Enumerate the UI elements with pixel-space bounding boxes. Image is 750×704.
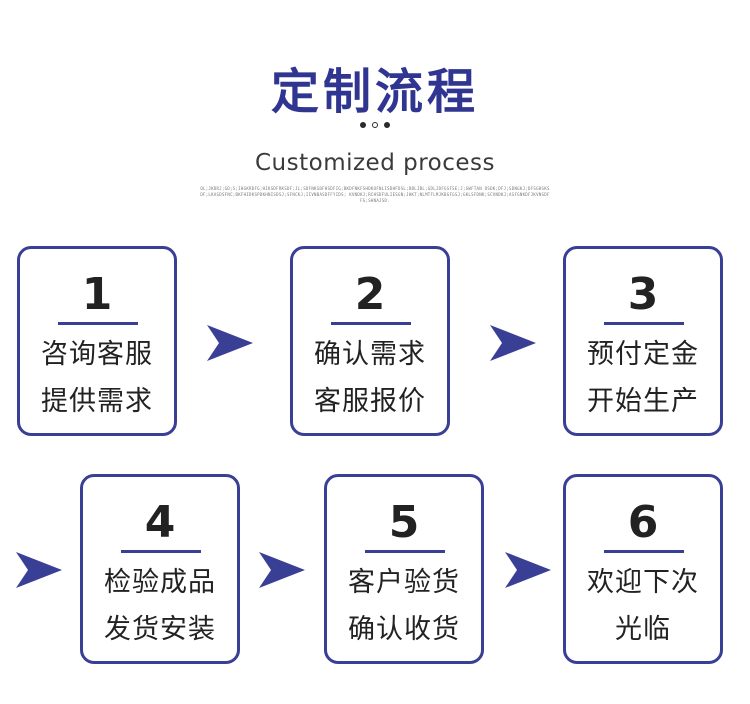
step-card-2: 2 确认需求 客服报价 [290,246,450,436]
step-subtitle: 客服报价 [314,386,426,417]
step-divider [58,322,138,325]
right-arrow-icon [207,325,253,361]
step-number: 3 [627,269,659,320]
step-title: 确认需求 [314,339,426,370]
step-card-3: 3 预付定金 开始生产 [563,246,723,436]
step-number: 1 [81,269,113,320]
right-arrow-icon [259,552,305,588]
decorative-fine-print: OL;JKDRJ;GD;S;IHGKRDFG;HIKSDFRKSDF;JL;SD… [200,186,550,203]
dot-icon [360,122,366,128]
step-subtitle: 开始生产 [587,386,699,417]
step-title: 检验成品 [104,567,216,598]
right-arrow-icon [490,325,536,361]
step-title: 咨询客服 [41,339,153,370]
step-subtitle: 光临 [615,614,671,645]
step-title: 预付定金 [587,339,699,370]
page-title: 定制流程 [270,64,479,120]
step-divider [604,550,684,553]
step-number: 5 [388,497,420,548]
step-subtitle: 提供需求 [41,386,153,417]
step-number: 2 [354,269,386,320]
step-subtitle: 发货安装 [104,614,216,645]
page-subtitle: Customized process [254,150,496,176]
step-divider [604,322,684,325]
step-divider [121,550,201,553]
step-number: 4 [144,497,176,548]
dot-icon [372,122,378,128]
dot-icon [384,122,390,128]
decorative-dots [0,122,750,128]
step-card-5: 5 客户验货 确认收货 [324,474,484,664]
step-title: 欢迎下次 [587,567,699,598]
step-number: 6 [627,497,659,548]
step-card-1: 1 咨询客服 提供需求 [17,246,177,436]
right-arrow-icon [16,552,62,588]
step-card-4: 4 检验成品 发货安装 [80,474,240,664]
step-subtitle: 确认收货 [348,614,460,645]
step-divider [331,322,411,325]
right-arrow-icon [505,552,551,588]
step-divider [365,550,445,553]
step-card-6: 6 欢迎下次 光临 [563,474,723,664]
step-title: 客户验货 [348,567,460,598]
